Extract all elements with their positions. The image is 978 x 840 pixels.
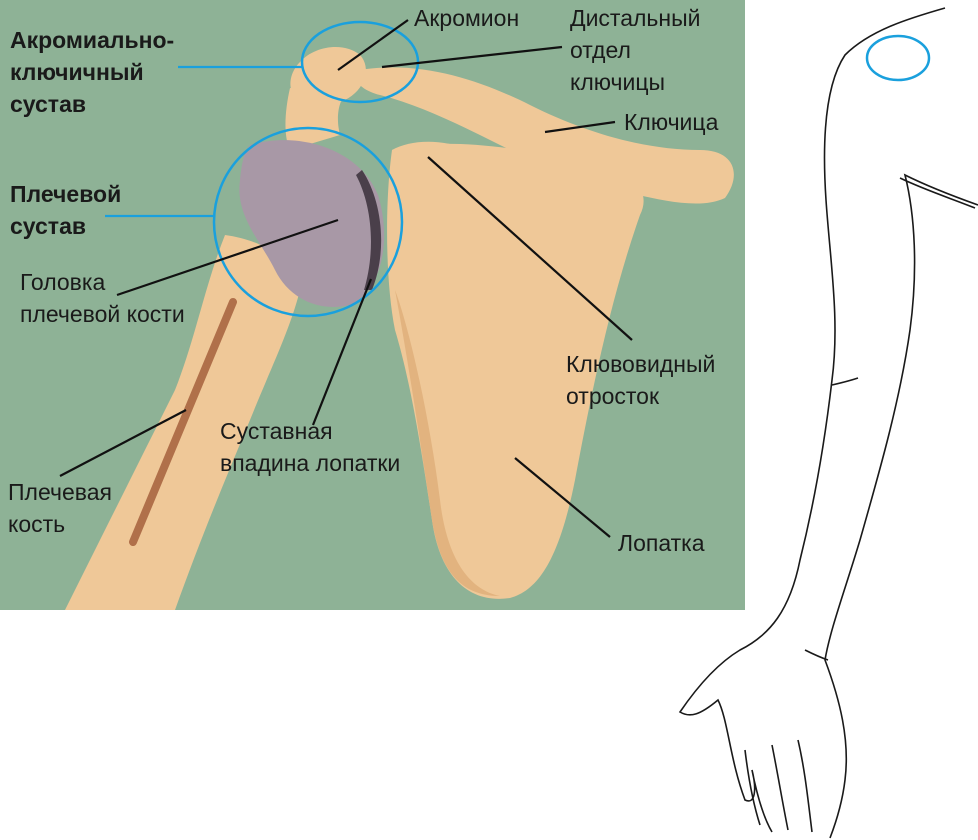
label-clavicle-line1: Ключица (624, 109, 719, 135)
label-distal-clavicle-line3: ключицы (570, 69, 665, 95)
label-shoulder-joint: Плечевой сустав (10, 181, 128, 239)
label-glenoid-line2: впадина лопатки (220, 450, 400, 476)
label-shoulder-joint-line1: Плечевой (10, 181, 121, 207)
elbow-crease (831, 377, 859, 386)
label-humeral-head-line1: Головка (20, 269, 105, 295)
scapular-spine-shape (285, 88, 345, 150)
label-humerus-line2: кость (8, 511, 65, 537)
label-ac-joint: Акромиально- ключичный сустав (10, 27, 181, 117)
label-acromion-line1: Акромион (414, 5, 519, 31)
acromion-shape (290, 46, 366, 105)
label-ac-joint-line1: Акромиально- (10, 27, 174, 53)
arm-outline-icon (678, 7, 978, 839)
glenoid-leader (311, 278, 373, 426)
clavicle-leader (544, 120, 616, 134)
label-distal-clavicle-line1: Дистальный (570, 5, 700, 31)
distal-clavicle-leader (381, 45, 563, 69)
arm-outline-inner (824, 173, 978, 839)
shoulder-location-icon (865, 34, 931, 82)
coracoid-leader (427, 156, 633, 341)
label-acromion: Акромион (414, 5, 519, 31)
label-glenoid: Суставная впадина лопатки (220, 418, 400, 476)
label-distal-clavicle: Дистальный отдел ключицы (570, 5, 707, 95)
clavicle-shape (356, 67, 734, 204)
label-clavicle: Ключица (624, 109, 719, 135)
humeral-head-leader (116, 218, 339, 297)
acromion-leader (337, 19, 409, 71)
label-distal-clavicle-line2: отдел (570, 37, 631, 63)
wrist-crease (804, 649, 829, 661)
label-humeral-head: Головка плечевой кости (20, 269, 185, 327)
finger-2 (771, 744, 789, 831)
label-coracoid-line2: отросток (566, 383, 660, 409)
arm-outline-outer (678, 7, 946, 833)
humerus-leader (59, 409, 187, 477)
humerus-marker (129, 298, 237, 546)
scapula-shape (387, 143, 644, 599)
humeral-head-shape (239, 140, 385, 307)
label-coracoid: Клювовидный отросток (566, 351, 722, 409)
label-humeral-head-line2: плечевой кости (20, 301, 185, 327)
armpit-crease (899, 177, 976, 209)
label-scapula-line1: Лопатка (618, 530, 705, 556)
scapula-leader (514, 457, 611, 538)
finger-1 (744, 749, 761, 826)
label-shoulder-joint-line2: сустав (10, 213, 86, 239)
coracoid-shape (392, 125, 542, 186)
label-humerus-line1: Плечевая (8, 479, 112, 505)
label-glenoid-line1: Суставная (220, 418, 333, 444)
anatomy-panel: Акромиально- ключичный сустав Плечевой с… (0, 0, 745, 610)
label-humerus: Плечевая кость (8, 479, 118, 537)
finger-3 (797, 739, 813, 833)
label-scapula: Лопатка (618, 530, 705, 556)
glenoid-edge (356, 170, 382, 290)
label-coracoid-line1: Клювовидный (566, 351, 715, 377)
label-ac-joint-line3: сустав (10, 91, 86, 117)
label-ac-joint-line2: ключичный (10, 59, 144, 85)
shoulder-joint-highlight (212, 126, 404, 318)
